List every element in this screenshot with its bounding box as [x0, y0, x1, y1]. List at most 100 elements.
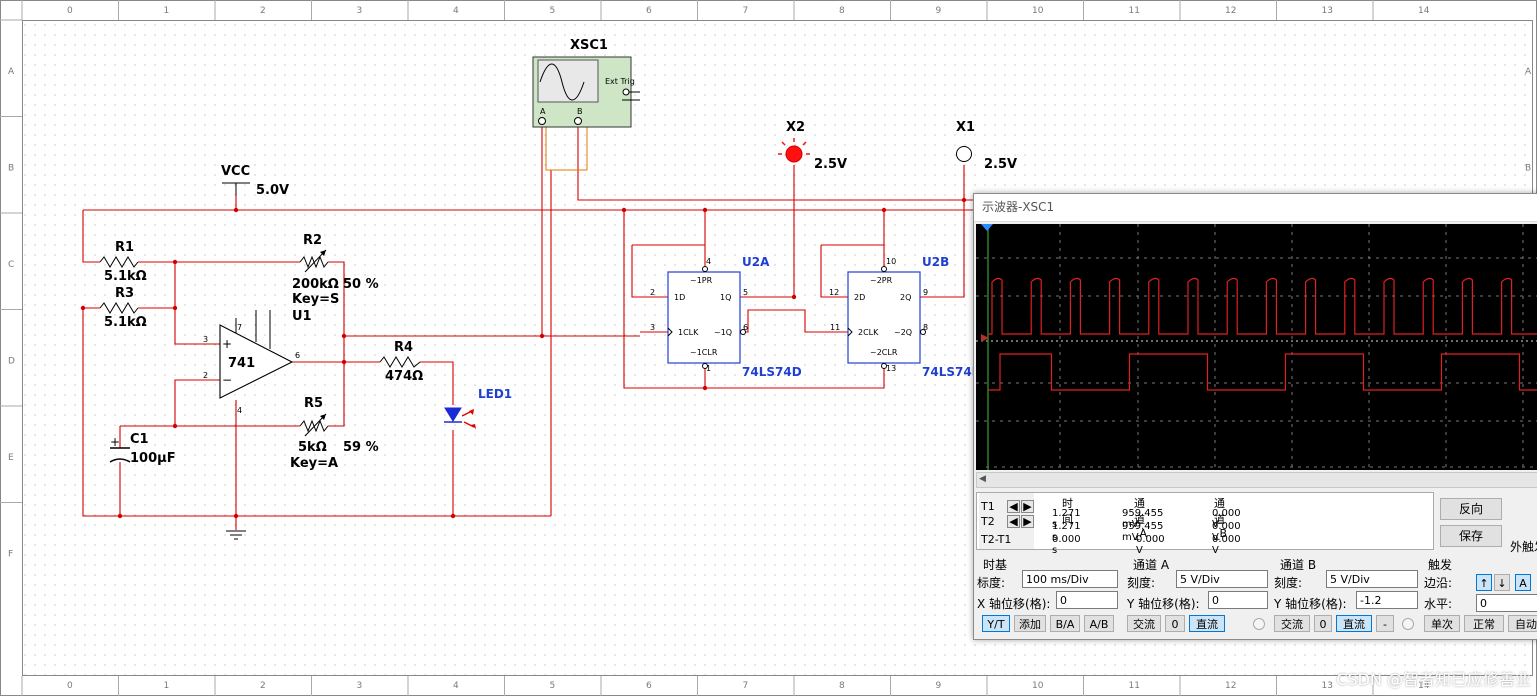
- channel-b-ac-button[interactable]: 交流: [1274, 615, 1310, 632]
- ruler-col-label: 0: [67, 6, 73, 16]
- xsc1-instrument[interactable]: XSC1 Ext Trig A B: [532, 38, 640, 128]
- x-offset-field[interactable]: 0: [1056, 591, 1118, 609]
- svg-text:~2CLR: ~2CLR: [870, 348, 898, 357]
- scope-traces: [976, 224, 1537, 470]
- ruler-row-label: A: [8, 67, 15, 77]
- svg-text:1Q: 1Q: [720, 293, 731, 302]
- r2-value: 200kΩ: [292, 277, 339, 292]
- trigger-a-button[interactable]: A: [1515, 574, 1531, 591]
- scope-scrollbar[interactable]: ◀: [976, 472, 1537, 488]
- t2-label: T2: [981, 515, 995, 528]
- u1-chip-label: 741: [228, 356, 255, 371]
- ruler-col-label: 4: [453, 681, 459, 691]
- svg-text:12: 12: [829, 288, 839, 297]
- yt-button[interactable]: Y/T: [982, 615, 1010, 632]
- row2-a: 959.455 mV: [1122, 521, 1164, 543]
- channel-a-zero-button[interactable]: 0: [1165, 615, 1185, 632]
- channel-b-dc-button[interactable]: 直流: [1336, 615, 1372, 632]
- capacitor-c1[interactable]: C1 + 100µF: [109, 432, 176, 466]
- t1-right-button[interactable]: ▶: [1021, 500, 1034, 513]
- r2-label: R2: [303, 233, 322, 248]
- save-button[interactable]: 保存: [1440, 525, 1502, 547]
- ruler-col-label: 9: [936, 6, 942, 16]
- trigger-title: 触发: [1428, 558, 1453, 572]
- svg-text:+: +: [110, 435, 120, 449]
- x1-voltage: 2.5V: [984, 157, 1017, 172]
- c1-value: 100µF: [130, 451, 176, 466]
- r5-value: 5kΩ: [298, 440, 327, 455]
- channel-a-title: 通道 A: [1133, 558, 1170, 572]
- channel-a-yoffset-field[interactable]: 0: [1208, 591, 1268, 609]
- svg-text:2: 2: [650, 288, 655, 297]
- opamp-u1[interactable]: 741 U1 + − 3 2 6 7 4: [203, 309, 312, 415]
- u2a-label: U2A: [742, 255, 770, 269]
- channel-a-radio[interactable]: [1253, 618, 1265, 630]
- svg-text:1CLK: 1CLK: [678, 328, 699, 337]
- channel-a-scale-field[interactable]: 5 V/Div: [1176, 570, 1268, 588]
- svg-text:4: 4: [706, 257, 711, 266]
- svg-text:2Q: 2Q: [900, 293, 911, 302]
- auto-button[interactable]: 自动: [1508, 615, 1537, 632]
- ruler-col-label: 12: [1225, 6, 1236, 16]
- ruler-row-label: E: [8, 453, 14, 463]
- ab-button[interactable]: A/B: [1084, 615, 1114, 632]
- channel-b-scale-label: 刻度:: [1274, 576, 1303, 590]
- t2-left-button[interactable]: ◀: [1007, 515, 1020, 528]
- col-ch-b: 通道_B: [1214, 497, 1228, 540]
- single-button[interactable]: 单次: [1424, 615, 1460, 632]
- xsc1-label: XSC1: [570, 38, 608, 53]
- row1-b: 0.000 V: [1212, 508, 1241, 530]
- vcc-source[interactable]: VCC 5.0V: [221, 164, 289, 198]
- channel-b-scale-field[interactable]: 5 V/Div: [1326, 570, 1418, 588]
- oscilloscope-title[interactable]: 示波器-XSC1: [974, 194, 1537, 222]
- resistor-r1[interactable]: R1 5.1kΩ: [99, 240, 147, 284]
- resistor-r3[interactable]: R3 5.1kΩ: [99, 286, 147, 330]
- ruler-row-label: D: [8, 357, 15, 367]
- t1-left-button[interactable]: ◀: [1007, 500, 1020, 513]
- svg-text:+: +: [222, 337, 232, 351]
- led1-label: LED1: [478, 387, 512, 401]
- channel-b-yoffset-field[interactable]: -1.2: [1356, 591, 1418, 609]
- resistor-r4[interactable]: R4 474Ω: [379, 340, 423, 384]
- vcc-voltage: 5.0V: [256, 183, 289, 198]
- channel-a-ac-button[interactable]: 交流: [1127, 615, 1161, 632]
- svg-text:5: 5: [743, 288, 748, 297]
- oscilloscope-window[interactable]: 示波器-XSC1 ◀ T1 ◀ ▶ T2 ◀: [973, 193, 1537, 640]
- col-ch-a: 通道_A: [1134, 497, 1148, 540]
- ba-button[interactable]: B/A: [1050, 615, 1080, 632]
- r1-label: R1: [115, 240, 134, 255]
- normal-button[interactable]: 正常: [1464, 615, 1504, 632]
- probe-x2[interactable]: X2 2.5V: [778, 120, 847, 172]
- ruler-col-label: 3: [357, 681, 363, 691]
- u2b-label: U2B: [922, 255, 949, 269]
- led1[interactable]: LED1: [444, 387, 512, 429]
- probe-x1[interactable]: X1 2.5V: [956, 120, 1017, 172]
- ruler-row-label: B: [1525, 164, 1531, 174]
- channel-a-dc-button[interactable]: 直流: [1189, 615, 1225, 632]
- ruler-col-label: 13: [1322, 6, 1333, 16]
- ch-a-label: A: [540, 107, 546, 116]
- trigger-level-field[interactable]: 0: [1476, 594, 1537, 612]
- scope-screen[interactable]: [976, 224, 1537, 470]
- u1-label: U1: [292, 309, 312, 324]
- ruler-col-label: 6: [646, 6, 652, 16]
- channel-b-minus-button[interactable]: -: [1376, 615, 1394, 632]
- channel-b-radio[interactable]: [1402, 618, 1414, 630]
- t2-right-button[interactable]: ▶: [1021, 515, 1034, 528]
- potentiometer-r5[interactable]: R5 5kΩ Key=A 59 %: [290, 396, 379, 471]
- flipflop-u2b[interactable]: U2B 74LS74D ~2PR 2D 2Q 2CLK ~2Q ~2CLR 10…: [829, 255, 982, 379]
- svg-text:4: 4: [237, 406, 242, 415]
- timebase-scale-field[interactable]: 100 ms/Div: [1022, 570, 1118, 588]
- rising-edge-icon[interactable]: ↑: [1476, 574, 1492, 591]
- channel-b-zero-button[interactable]: 0: [1314, 615, 1332, 632]
- reverse-button[interactable]: 反向: [1440, 498, 1502, 520]
- falling-edge-icon[interactable]: ↓: [1494, 574, 1510, 591]
- ruler-col-label: 8: [839, 681, 845, 691]
- add-button[interactable]: 添加: [1014, 615, 1046, 632]
- svg-text:~1Q: ~1Q: [714, 328, 732, 337]
- row3-time: 0.000 s: [1052, 534, 1081, 556]
- x1-label: X1: [956, 120, 975, 135]
- svg-text:11: 11: [830, 323, 840, 332]
- potentiometer-r2[interactable]: R2 200kΩ Key=S 50 %: [292, 233, 379, 307]
- flipflop-u2a[interactable]: U2A 74LS74D ~1PR 1D 1Q 1CLK ~1Q ~1CLR 4 …: [650, 255, 802, 379]
